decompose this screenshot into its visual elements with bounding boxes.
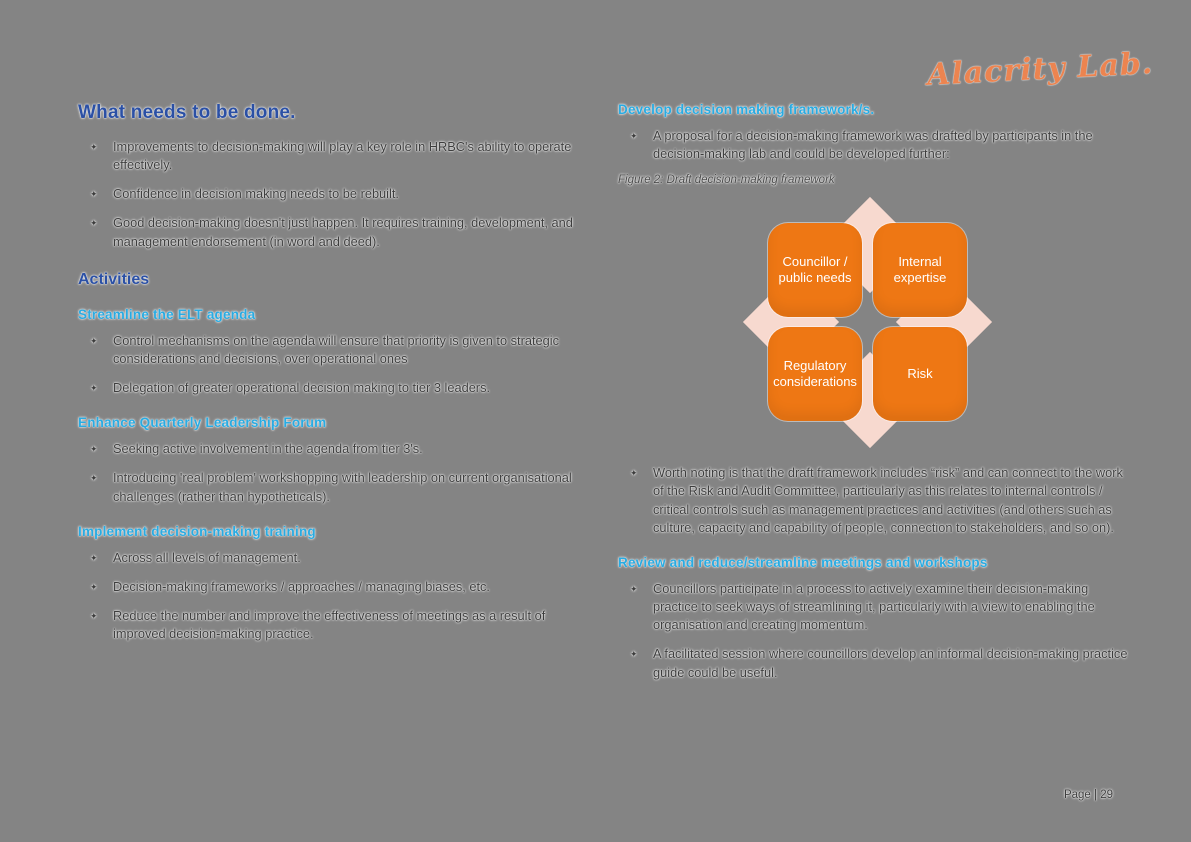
- list-item-text: Across all levels of management.: [113, 549, 301, 565]
- list-item-text: Decision-making frameworks / approaches …: [113, 578, 490, 594]
- diamond-bullet-icon: ✦: [630, 131, 638, 141]
- list-item-text: A proposal for a decision-making framewo…: [653, 128, 1093, 162]
- diamond-bullet-icon: ✦: [90, 473, 98, 484]
- diamond-bullet-icon: ✦: [90, 142, 98, 152]
- diagram-box-councillor-public-needs: Councillor / public needs: [768, 223, 862, 318]
- list-item: ✦ A proposal for a decision-making frame…: [618, 127, 1130, 163]
- decision-framework-diagram: Councillor / public needs Internal exper…: [740, 190, 1000, 452]
- list-item: ✦ Good decision-making doesn't just happ…: [78, 214, 586, 250]
- figure-caption: Figure 2: Draft decision-making framewor…: [618, 174, 835, 187]
- list-item: ✦ Introducing 'real problem' workshoppin…: [78, 469, 586, 505]
- diamond-bullet-icon: ✦: [90, 611, 98, 622]
- section-title-what-needs-to-be-done: What needs to be done.: [78, 102, 296, 123]
- diamond-bullet-icon: ✦: [90, 218, 98, 229]
- list-item: ✦ Worth noting is that the draft framewo…: [618, 464, 1130, 537]
- right-column: Develop decision making framework/s. ✦ A…: [618, 102, 1130, 693]
- list-item: ✦ Control mechanisms on the agenda will …: [78, 332, 586, 368]
- diamond-bullet-icon: ✦: [630, 468, 638, 479]
- list-item-text: A facilitated session where councillors …: [653, 646, 1128, 680]
- list-item-text: Seeking active involvement in the agenda…: [113, 441, 423, 457]
- list-item-text: Improvements to decision-making will pla…: [113, 139, 572, 173]
- list-item-text: Introducing 'real problem' workshopping …: [113, 470, 572, 504]
- alacrity-lab-logo: Alacrity Lab.: [925, 46, 1154, 93]
- diamond-bullet-icon: ✦: [90, 552, 98, 563]
- section-title-activities: Activities: [78, 270, 150, 288]
- subsection-title-enhance-quarterly-leadership-forum: Enhance Quarterly Leadership Forum: [78, 415, 327, 431]
- subsection-title-implement-decision-making-training: Implement decision-making training: [78, 523, 316, 539]
- diagram-box-risk: Risk: [873, 327, 967, 422]
- list-item-text: Control mechanisms on the agenda will en…: [113, 332, 559, 366]
- diamond-bullet-icon: ✦: [90, 581, 98, 592]
- list-item: ✦ Across all levels of management.: [78, 549, 586, 567]
- list-item-text: Confidence in decision making needs to b…: [113, 186, 399, 202]
- list-item: ✦ Improvements to decision-making will p…: [78, 138, 586, 174]
- diagram-box-internal-expertise: Internal expertise: [873, 223, 967, 318]
- list-item-text: Councillors participate in a process to …: [653, 580, 1095, 633]
- diamond-bullet-icon: ✦: [90, 335, 98, 346]
- subsection-title-review-and-reduce-meetings: Review and reduce/streamline meetings an…: [618, 554, 988, 570]
- list-item: ✦ Seeking active involvement in the agen…: [78, 440, 586, 458]
- diamond-bullet-icon: ✦: [630, 583, 638, 594]
- diamond-bullet-icon: ✦: [630, 649, 638, 660]
- diamond-bullet-icon: ✦: [90, 383, 98, 394]
- subsection-title-streamline-elt-agenda: Streamline the ELT agenda: [78, 306, 256, 322]
- list-item: ✦ Delegation of greater operational deci…: [78, 379, 586, 397]
- list-item: ✦ Confidence in decision making needs to…: [78, 185, 586, 203]
- list-item: ✦ Reduce the number and improve the effe…: [78, 607, 586, 643]
- list-item-text: Worth noting is that the draft framework…: [653, 465, 1123, 535]
- list-item: ✦ Decision-making frameworks / approache…: [78, 578, 586, 596]
- subsection-title-develop-decision-making-frameworks: Develop decision making framework/s.: [618, 102, 875, 117]
- diagram-box-regulatory-considerations: Regulatory considerations: [768, 327, 862, 422]
- diamond-bullet-icon: ✦: [90, 189, 98, 200]
- list-item: ✦ A facilitated session where councillor…: [618, 645, 1130, 681]
- list-item-text: Delegation of greater operational decisi…: [113, 380, 491, 396]
- list-item: ✦ Councillors participate in a process t…: [618, 580, 1130, 634]
- page-number: Page | 29: [1063, 789, 1113, 801]
- list-item-text: Reduce the number and improve the effect…: [113, 608, 546, 642]
- diamond-bullet-icon: ✦: [90, 444, 98, 455]
- list-item-text: Good decision-making doesn't just happen…: [113, 215, 573, 249]
- left-column: What needs to be done. ✦ Improvements to…: [78, 102, 586, 654]
